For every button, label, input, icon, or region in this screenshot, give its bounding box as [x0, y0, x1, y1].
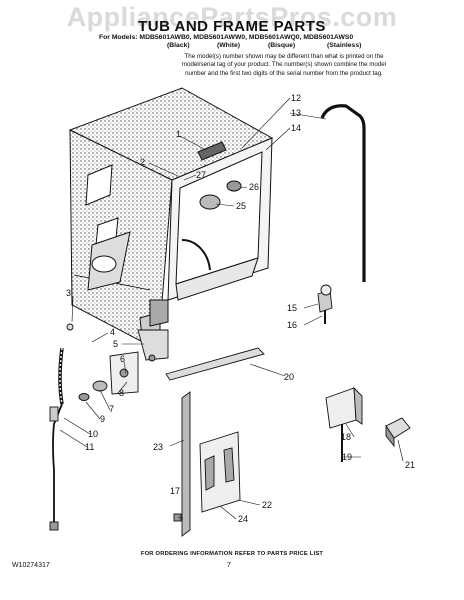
- page-number: 7: [227, 562, 231, 569]
- callout-4: 4: [110, 327, 115, 337]
- callout-3: 3: [66, 288, 71, 298]
- callout-numbers: 1 2 3 4 5 6 7 8 9 10 11 12 13 14 15 16 1…: [66, 93, 415, 524]
- callout-15: 15: [287, 303, 297, 313]
- callout-12: 12: [291, 93, 301, 103]
- callout-6: 6: [120, 354, 125, 364]
- color-stainless: (Stainless): [327, 42, 362, 49]
- callout-16: 16: [287, 320, 297, 330]
- callout-5: 5: [113, 339, 118, 349]
- callout-23: 23: [153, 442, 163, 452]
- side-frame: [173, 391, 241, 537]
- callout-27: 27: [196, 170, 206, 180]
- models-line: For Models: MDB5601AWB0, MDB5601AWW0, MD…: [99, 34, 354, 41]
- callout-1: 1: [176, 129, 181, 139]
- door-gasket: [320, 104, 366, 282]
- callout-leaders: [59, 97, 404, 520]
- callout-14: 14: [291, 123, 301, 133]
- callout-2: 2: [140, 157, 145, 167]
- callout-22: 22: [262, 500, 272, 510]
- hose-assembly: [49, 323, 108, 531]
- tub-assembly: [68, 87, 274, 351]
- callout-26: 26: [249, 182, 259, 192]
- model-note: The model(s) number shown may be differe…: [181, 53, 387, 77]
- watermark-text: AppliancePartsPros.com: [66, 2, 398, 32]
- callout-21: 21: [405, 460, 415, 470]
- callout-10: 10: [88, 429, 98, 439]
- callout-20: 20: [284, 372, 294, 382]
- callout-9: 9: [100, 414, 105, 424]
- color-black: (Black): [167, 42, 190, 49]
- callout-25: 25: [236, 201, 246, 211]
- valve: [317, 284, 333, 324]
- callout-13: 13: [291, 108, 301, 118]
- mount-plates: [109, 329, 169, 395]
- brackets-right: [325, 386, 411, 462]
- toe-rail: [165, 347, 265, 381]
- callout-24: 24: [238, 514, 248, 524]
- callout-18: 18: [341, 432, 351, 442]
- callout-11: 11: [85, 442, 94, 452]
- document-number: W10274317: [12, 562, 50, 569]
- ordering-info: FOR ORDERING INFORMATION REFER TO PARTS …: [140, 551, 324, 557]
- color-white: (White): [217, 42, 241, 49]
- color-bisque: (Bisque): [268, 42, 296, 49]
- callout-7: 7: [109, 404, 114, 414]
- callout-8: 8: [119, 388, 124, 398]
- page-title: TUB AND FRAME PARTS: [138, 18, 326, 35]
- callout-19: 19: [342, 452, 352, 462]
- callout-17: 17: [170, 486, 180, 496]
